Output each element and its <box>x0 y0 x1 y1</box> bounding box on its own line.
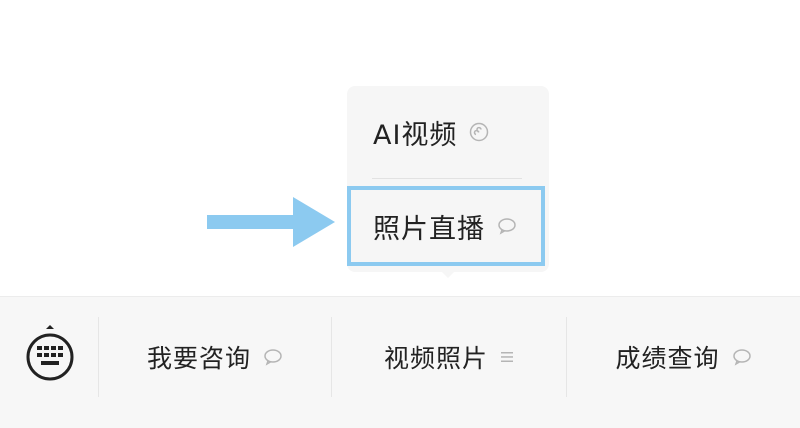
popup-pointer <box>440 270 456 278</box>
popup-item-photo-live[interactable]: 照片直播 <box>347 180 549 272</box>
menu-label: 视频照片 <box>383 344 488 373</box>
separator <box>566 317 567 397</box>
menu-label: 成绩查询 <box>615 344 720 373</box>
chat-bubble-icon <box>263 348 283 366</box>
mini-program-icon <box>469 122 489 142</box>
chat-bubble-icon <box>497 217 517 235</box>
popup-item-label: 照片直播 <box>373 213 485 245</box>
keyboard-toggle-button[interactable] <box>22 321 78 387</box>
menu-consult[interactable]: 我要咨询 <box>99 317 331 397</box>
menu-video-photo[interactable]: 视频照片 <box>332 317 566 397</box>
popup-divider <box>372 178 522 179</box>
keyboard-icon <box>26 325 74 381</box>
popup-item-ai-video[interactable]: AI视频 <box>347 86 549 178</box>
bottom-menu-bar: 我要咨询 视频照片 成绩查询 <box>0 296 800 428</box>
menu-score-query[interactable]: 成绩查询 <box>567 317 800 397</box>
arrow-right-icon <box>207 197 335 247</box>
popup-menu: AI视频 照片直播 <box>347 86 549 272</box>
menu-lines-icon <box>500 350 514 364</box>
chat-bubble-icon <box>732 348 752 366</box>
popup-item-label: AI视频 <box>373 119 458 151</box>
separator <box>98 317 99 397</box>
menu-label: 我要咨询 <box>146 344 251 373</box>
separator <box>331 317 332 397</box>
